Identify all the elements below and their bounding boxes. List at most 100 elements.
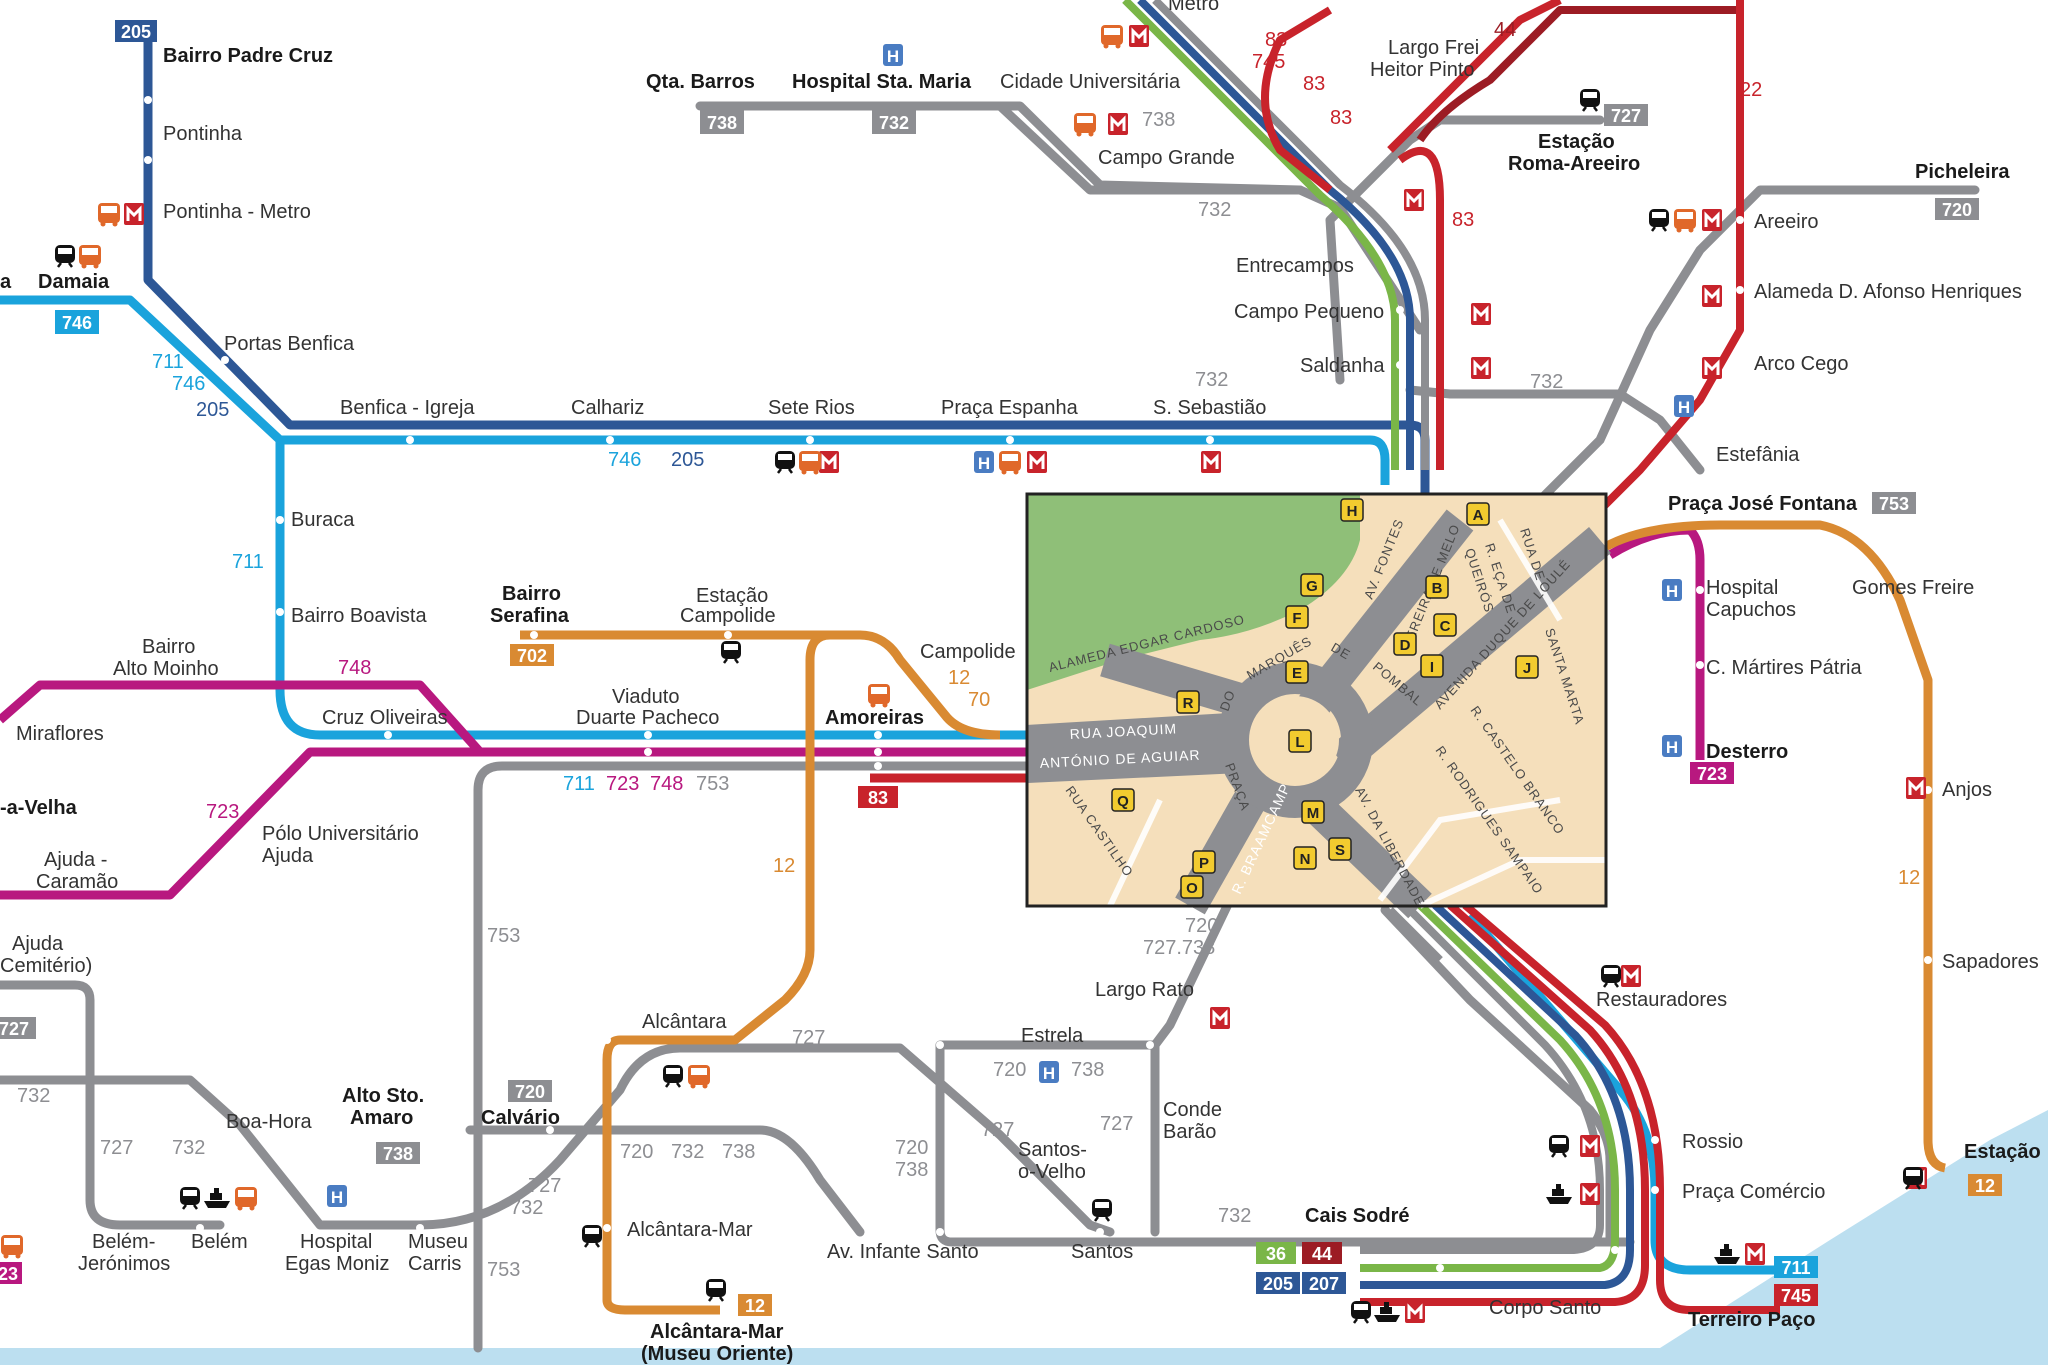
svg-text:H: H xyxy=(887,47,899,66)
stop-ajuda-caramao-1: Ajuda - xyxy=(44,849,107,871)
stop-alcantara-mar: Alcântara-Mar xyxy=(627,1219,753,1241)
stop-picheleira: Picheleira xyxy=(1915,161,2010,183)
line-711 xyxy=(275,440,1030,740)
route-label-727-d: 727 xyxy=(528,1175,561,1197)
svg-text:H: H xyxy=(1347,503,1358,520)
stop-conde-barao-1: Conde xyxy=(1163,1099,1222,1121)
stop-gomes-freire: Gomes Freire xyxy=(1852,577,1974,599)
svg-text:727: 727 xyxy=(0,1019,29,1039)
line-red-s2 xyxy=(1360,902,1634,1289)
line-746 xyxy=(0,295,1390,485)
svg-text:H: H xyxy=(1666,738,1678,757)
stop-largo-rato: Largo Rato xyxy=(1095,979,1194,1001)
line-727-roma xyxy=(1325,115,1605,385)
stop-museu-carris-1: Museu xyxy=(408,1231,468,1253)
line-732-mid xyxy=(465,1125,865,1237)
svg-text:H: H xyxy=(1666,582,1678,601)
route-badge-745: 745 xyxy=(1774,1284,1818,1306)
route-badge-207: 207 xyxy=(1302,1272,1346,1294)
stop-praca-jose-fontana: Praça José Fontana xyxy=(1668,493,1858,515)
route-badge-711: 711 xyxy=(1774,1256,1818,1278)
stop-belem-jeronimos-1: Belém- xyxy=(92,1231,155,1253)
stop-santos: Santos xyxy=(1071,1241,1133,1263)
stop-polo-2: Ajuda xyxy=(262,845,314,867)
route-label-738-c: 738 xyxy=(1071,1059,1104,1081)
route-badge-727-roma: 727 xyxy=(1604,104,1648,126)
line-753 xyxy=(473,761,1035,1353)
stop-bairro-serafina-1: Bairro xyxy=(502,583,561,605)
line-83-loop xyxy=(1261,6,1333,194)
route-badge-738-alto: 738 xyxy=(376,1142,420,1164)
route-label-732-f: 732 xyxy=(510,1197,543,1219)
stop-santos-velho-1: Santos- xyxy=(1018,1139,1087,1161)
svg-text:C: C xyxy=(1440,618,1451,635)
route-badge-723: 723 xyxy=(1690,762,1734,784)
stop-calvario: Calvário xyxy=(481,1107,560,1129)
route-badge-12-estacao: 12 xyxy=(1968,1174,2002,1196)
svg-text:L: L xyxy=(1295,734,1304,751)
route-label-711-b: 711 xyxy=(232,551,264,573)
svg-text:H: H xyxy=(978,454,990,473)
line-723-desterro xyxy=(1607,525,1705,760)
stop-alcantara: Alcântara xyxy=(642,1011,727,1033)
route-label-83-a: 83 xyxy=(1303,73,1325,95)
route-badge-727-left: 727 xyxy=(0,1017,36,1039)
street-rua-joaquim: RUA JOAQUIM xyxy=(1069,720,1177,742)
svg-text:F: F xyxy=(1292,610,1301,627)
stop-belem: Belém xyxy=(191,1231,248,1253)
stop-terreiro-paco: Terreiro Paço xyxy=(1688,1309,1815,1331)
route-label-727-e: 727 xyxy=(100,1137,133,1159)
stop-alto-sto-amaro-1: Alto Sto. xyxy=(342,1085,424,1107)
svg-text:36: 36 xyxy=(1266,1244,1286,1264)
route-label-748: 748 xyxy=(338,657,371,679)
svg-text:12: 12 xyxy=(1975,1176,1995,1196)
stop-largo-frei-2: Heitor Pinto xyxy=(1370,59,1475,81)
svg-text:720: 720 xyxy=(515,1082,545,1102)
stop-sete-rios: Sete Rios xyxy=(768,397,855,419)
stop-arco-cego: Arco Cego xyxy=(1754,353,1849,375)
key-stop-n: N xyxy=(1293,846,1317,870)
stop-corpo-santo: Corpo Santo xyxy=(1489,1297,1601,1319)
stop-hospital-capuchos-2: Capuchos xyxy=(1706,599,1796,621)
line-727-boa xyxy=(0,1043,1115,1237)
route-badge-12-alcmar: 12 xyxy=(738,1294,772,1316)
svg-text:J: J xyxy=(1523,660,1531,677)
route-label-748-c: 748 xyxy=(650,773,683,795)
stop-museu-carris-2: Carris xyxy=(408,1253,461,1275)
line-red-s1 xyxy=(1360,902,1619,1272)
svg-text:S: S xyxy=(1335,842,1345,859)
stop-portas-benfica: Portas Benfica xyxy=(224,333,355,355)
stop-sapadores: Sapadores xyxy=(1942,951,2039,973)
route-label-732-c: 732 xyxy=(1218,1205,1251,1227)
route-label-22: 22 xyxy=(1740,79,1762,101)
svg-text:M: M xyxy=(1307,805,1320,822)
stop-bairro-boavista: Bairro Boavista xyxy=(291,605,427,627)
stop-estacao-campolide-2: Campolide xyxy=(680,605,776,627)
svg-text:B: B xyxy=(1432,580,1443,597)
stop-damaia: Damaia xyxy=(38,271,110,293)
svg-text:E: E xyxy=(1292,665,1302,682)
route-label-12-b: 12 xyxy=(773,855,795,877)
svg-text:738: 738 xyxy=(383,1144,413,1164)
route-label-720-c: 720 xyxy=(895,1137,928,1159)
stop-alcantara-mar-museu-2: (Museu Oriente) xyxy=(641,1343,793,1365)
route-label-12-a: 12 xyxy=(948,667,970,689)
hospital-icon: H H H H H H H xyxy=(327,44,1694,1207)
svg-text:12: 12 xyxy=(745,1296,765,1316)
svg-text:H: H xyxy=(331,1188,343,1207)
route-label-83-b: 83 xyxy=(1265,29,1287,51)
stop-saldanha: Saldanha xyxy=(1300,355,1385,377)
route-label-720-a: 720 xyxy=(1185,915,1218,937)
line-702-12 xyxy=(520,630,1001,740)
svg-text:753: 753 xyxy=(1879,494,1909,514)
stop-estacao-right: Estação xyxy=(1964,1141,2041,1163)
stop-cruz-oliveiras: Cruz Oliveiras xyxy=(322,707,448,729)
route-label-746-b: 746 xyxy=(608,449,641,471)
stop-ajuda-caramao-2: Caramão xyxy=(36,871,118,893)
route-badge-205-top: 205 xyxy=(115,20,157,42)
key-stop-r: R xyxy=(1176,690,1200,714)
svg-text:23: 23 xyxy=(0,1264,18,1284)
stop-amoreiras: Amoreiras xyxy=(825,707,924,729)
route-label-711-a: 711 xyxy=(152,351,184,373)
stop-hospital-egas-2: Egas Moniz xyxy=(285,1253,390,1275)
